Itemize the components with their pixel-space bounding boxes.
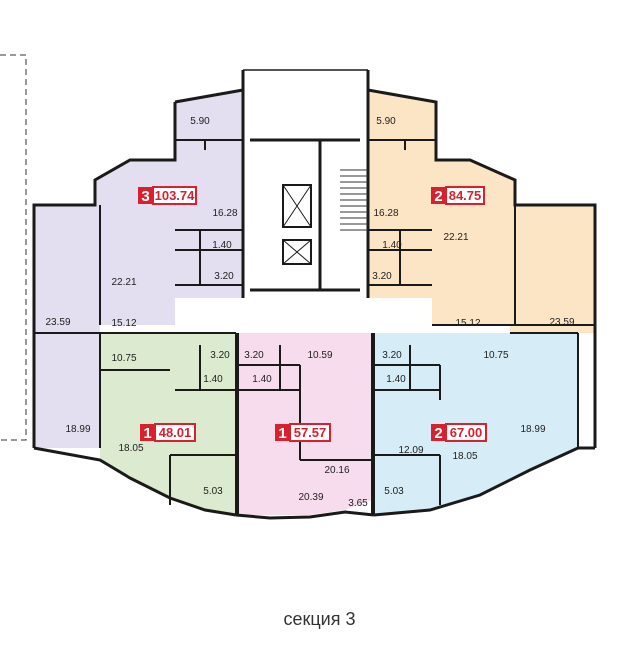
room-area: 18.05: [118, 443, 143, 454]
interior-partitions: [34, 139, 595, 515]
room-area: 18.05: [452, 451, 477, 462]
room-area: 5.90: [376, 116, 396, 127]
room-area: 3.20: [382, 350, 402, 361]
apartment-rooms: 1: [143, 425, 151, 442]
apartment-badge-1-room-west: 1 48.01: [140, 423, 196, 442]
apartment-area: 103.74: [155, 188, 196, 203]
room-area: 22.21: [443, 232, 468, 243]
room-area: 1.40: [203, 374, 223, 385]
room-area: 16.28: [212, 208, 237, 219]
section-boundary-line: [0, 54, 27, 441]
room-area: 15.12: [111, 318, 136, 329]
room-area: 3.20: [244, 350, 264, 361]
room-area: 16.28: [373, 208, 398, 219]
room-area: 23.59: [549, 317, 574, 328]
apartment-badge-2-room-east: 2 67.00: [431, 423, 487, 442]
apartment-rooms: 1: [278, 425, 286, 442]
room-area: 3.20: [210, 350, 230, 361]
apartment-area: 84.75: [449, 188, 482, 203]
room-area: 1.40: [382, 240, 402, 251]
room-area: 3.20: [372, 271, 392, 282]
apartment-badge-1-room-center: 1 57.57: [275, 423, 331, 442]
apartment-badge-2-room-north: 2 84.75: [431, 186, 485, 205]
elevators: [282, 184, 312, 265]
room-area: 3.65: [348, 498, 368, 509]
room-area: 18.99: [65, 424, 90, 435]
room-area: 20.39: [298, 492, 323, 503]
room-area: 5.03: [203, 486, 223, 497]
room-area: 10.75: [483, 350, 508, 361]
apartment-rooms: 3: [141, 188, 149, 205]
apartment-area: 48.01: [159, 425, 192, 440]
room-area: 22.21: [111, 277, 136, 288]
room-area: 1.40: [212, 240, 232, 251]
room-area: 18.99: [520, 424, 545, 435]
apartment-area: 57.57: [294, 425, 327, 440]
stairwell: [340, 169, 368, 231]
section-caption: секция 3: [283, 609, 356, 629]
room-area: 23.59: [45, 317, 70, 328]
room-area: 10.75: [111, 353, 136, 364]
room-area-labels: 5.90 16.28 1.40 22.21 3.20 23.59 15.12 5…: [45, 116, 574, 509]
apartment-3-room-fill: [34, 90, 243, 448]
apartment-2-room-north-fill: [368, 90, 595, 333]
apartment-area: 67.00: [450, 425, 483, 440]
room-area: 15.12: [455, 318, 480, 329]
room-area: 5.03: [384, 486, 404, 497]
walls: [32, 69, 597, 520]
apartment-rooms: 2: [434, 188, 442, 205]
room-area: 1.40: [252, 374, 272, 385]
room-area: 10.59: [307, 350, 332, 361]
room-area: 3.20: [214, 271, 234, 282]
room-area: 20.16: [324, 465, 349, 476]
apartment-rooms: 2: [434, 425, 442, 442]
room-area: 12.09: [398, 445, 423, 456]
room-area: 5.90: [190, 116, 210, 127]
room-area: 1.40: [386, 374, 406, 385]
apartment-badge-3-room: 3 103.74: [138, 186, 197, 205]
